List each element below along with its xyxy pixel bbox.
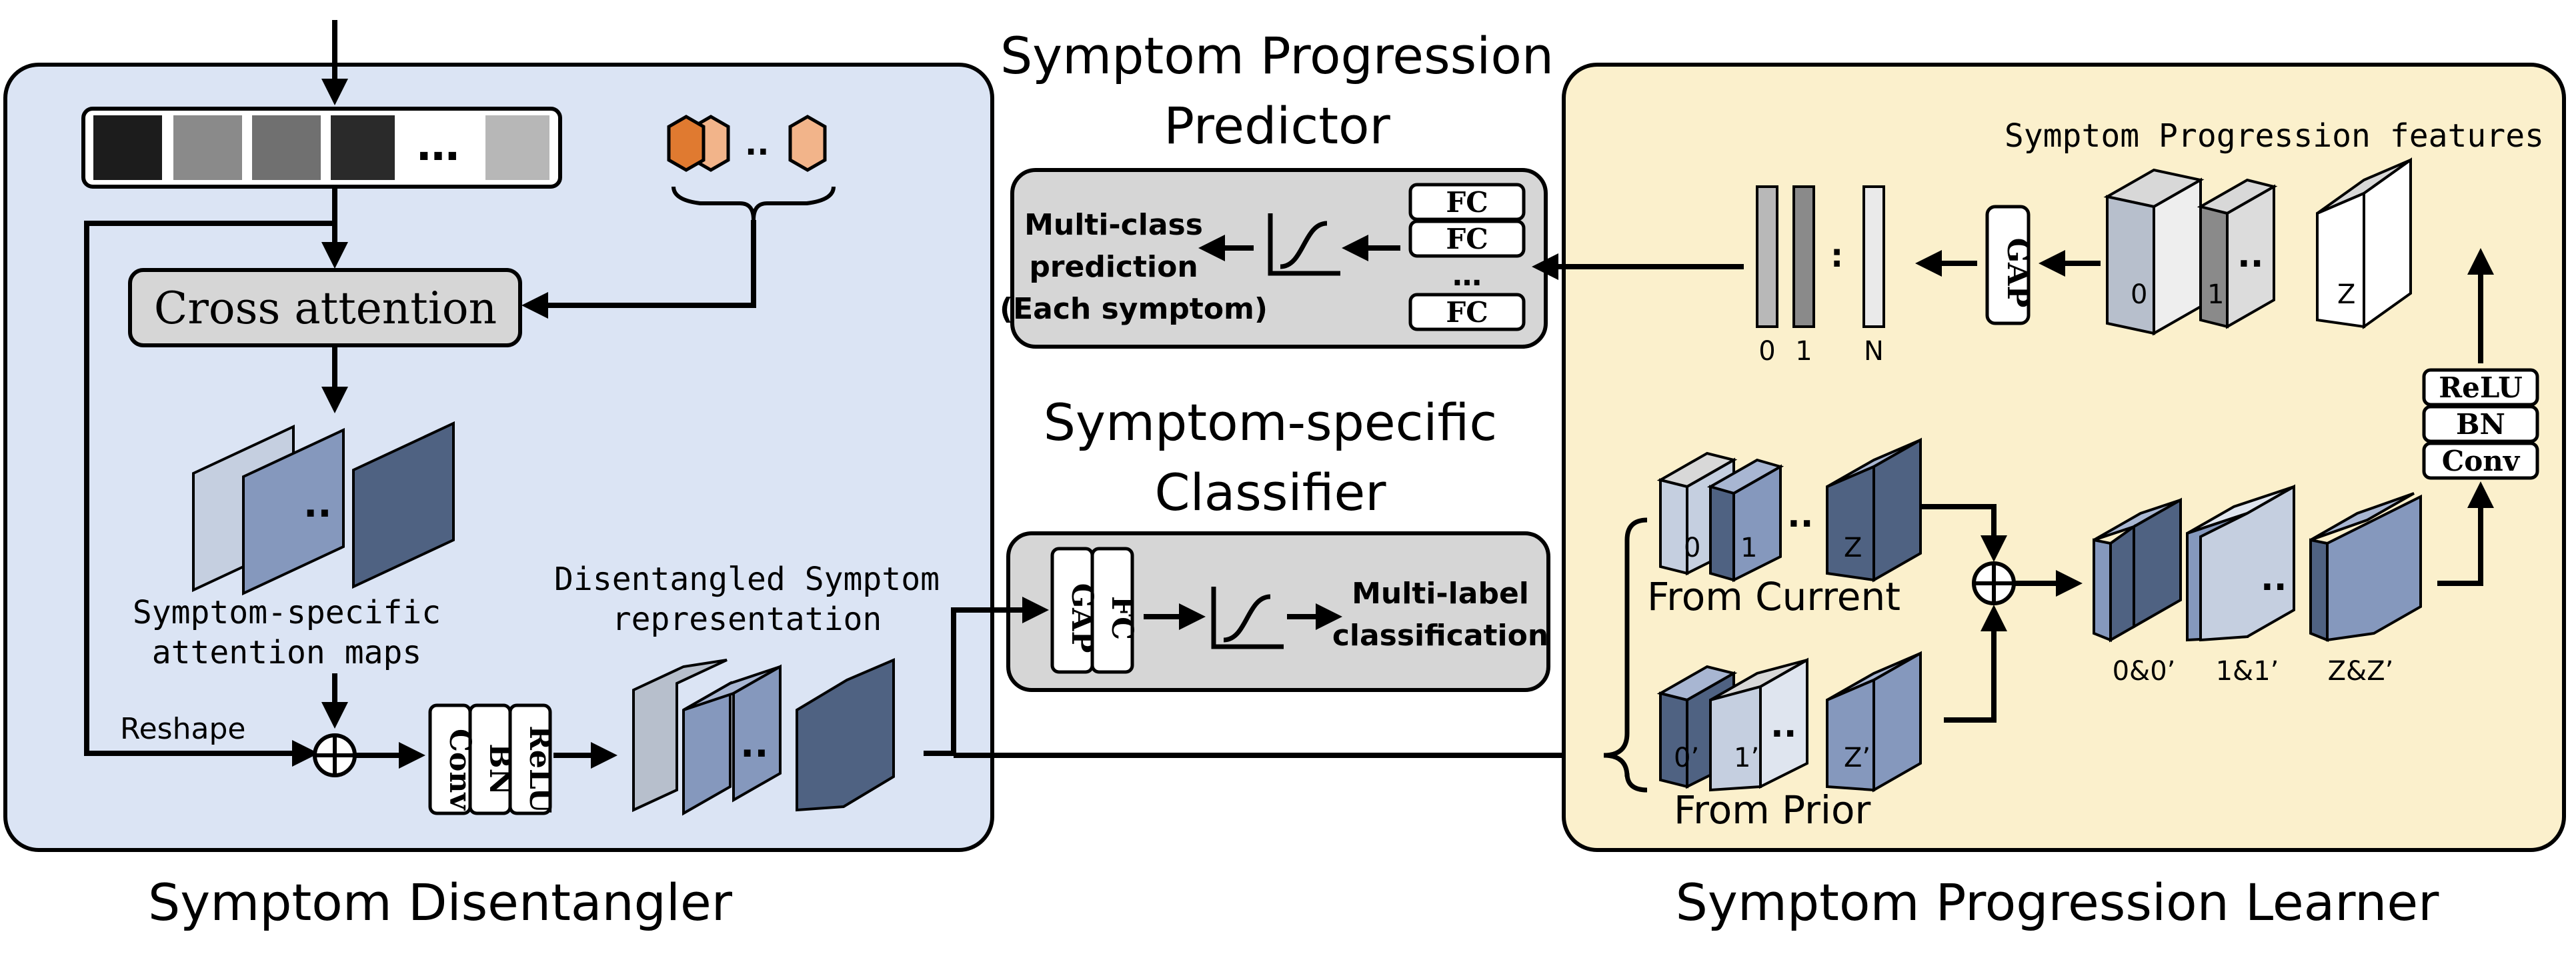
- svg-text:ReLU: ReLU: [2439, 371, 2523, 404]
- attention-maps: ..: [192, 421, 455, 596]
- svg-text:..: ..: [740, 723, 769, 766]
- pair-label-0: 0&0’: [2113, 656, 2176, 687]
- pair-label-1: 1&1’: [2216, 656, 2279, 687]
- svg-text:0’: 0’: [1674, 743, 1699, 773]
- svg-text:FC: FC: [1446, 186, 1488, 219]
- xray-image-strip: …: [81, 107, 562, 189]
- gap-fc-block: GAP FC: [1050, 547, 1139, 674]
- paired-feature-maps: ..: [2093, 484, 2422, 643]
- from-current-label: From Current: [1647, 574, 1900, 619]
- gap-box: [1985, 205, 2031, 325]
- svg-text:FC: FC: [1105, 596, 1139, 640]
- prediction-label-3: (Each symptom): [1000, 292, 1268, 326]
- strip-ellipsis: …: [417, 121, 459, 171]
- svg-text:0: 0: [2131, 279, 2147, 310]
- svg-text:ReLU: ReLU: [523, 725, 557, 813]
- progression-feature-maps: .. 0 1 Z: [2103, 157, 2412, 336]
- current-feature-maps: .. 0 1 Z: [1656, 437, 1922, 583]
- xray-image: [331, 115, 395, 180]
- svg-text:1: 1: [1740, 533, 1757, 563]
- add-operator-icon: [1972, 561, 2016, 605]
- svg-text:..: ..: [1770, 705, 1797, 745]
- xray-image: [93, 115, 162, 180]
- svg-text:FC: FC: [1446, 296, 1488, 329]
- svg-text:..: ..: [1787, 495, 1814, 535]
- svg-text:Conv: Conv: [2442, 445, 2521, 477]
- from-prior-label: From Prior: [1674, 787, 1871, 833]
- add-operator-icon: [313, 733, 357, 777]
- reshape-label: Reshape: [120, 712, 245, 746]
- xray-image: [173, 115, 242, 180]
- representation-label-2: representation: [612, 601, 882, 638]
- svg-text:FC: FC: [1446, 223, 1488, 255]
- classification-label-1: Multi-label: [1352, 577, 1529, 611]
- xray-image: [252, 115, 321, 180]
- attention-maps-label: Symptom-specific: [133, 594, 441, 631]
- svg-text::: :: [1830, 237, 1843, 275]
- svg-text:…: …: [1452, 259, 1482, 293]
- pair-label-2: Z&Z’: [2328, 656, 2394, 687]
- progression-features-label: Symptom Progression features: [2005, 117, 2544, 155]
- reshape-skip-arrow: [84, 221, 335, 767]
- classifier-title-line1: Symptom-specific: [1044, 393, 1497, 452]
- prediction-label-1: Multi-class: [1024, 208, 1203, 242]
- svg-text:Z: Z: [2337, 279, 2355, 310]
- conv-bn-relu-block: Conv BN ReLU: [428, 703, 557, 815]
- svg-text:..: ..: [2261, 559, 2287, 599]
- disentangler-title: Symptom Disentangler: [148, 873, 733, 932]
- svg-text:Conv: Conv: [443, 729, 477, 811]
- svg-text:Z: Z: [1844, 533, 1862, 563]
- gap-label: GAP: [2001, 238, 2035, 308]
- svg-text:..: ..: [303, 483, 332, 526]
- svg-text:..: ..: [745, 125, 769, 163]
- svg-text:1: 1: [2207, 279, 2224, 310]
- disentangler-panel: [3, 63, 994, 852]
- representation-label: Disentangled Symptom: [554, 561, 940, 598]
- xray-image: [485, 115, 549, 180]
- classifier-title-line2: Classifier: [1155, 463, 1387, 522]
- svg-text:0: 0: [1758, 336, 1775, 367]
- svg-text:BN: BN: [483, 743, 517, 795]
- sigmoid-icon: [1268, 213, 1340, 276]
- svg-text:1: 1: [1795, 336, 1812, 367]
- classification-label-2: classification: [1332, 619, 1548, 653]
- symptom-token-hexagons: ..: [667, 115, 836, 221]
- relu-bn-conv-block: ReLU BN Conv: [2422, 368, 2539, 480]
- svg-text:0: 0: [1684, 533, 1700, 563]
- svg-text:N: N: [1864, 336, 1884, 367]
- prediction-label-2: prediction: [1029, 250, 1198, 284]
- svg-text:Z’: Z’: [1844, 743, 1870, 773]
- svg-text:GAP: GAP: [1065, 583, 1099, 653]
- to-classifier-arrow: [924, 597, 1049, 756]
- svg-text:BN: BN: [2456, 408, 2505, 441]
- learner-title: Symptom Progression Learner: [1676, 873, 2439, 932]
- svg-text:1’: 1’: [1734, 743, 1759, 773]
- predictor-title-line1: Symptom Progression: [1000, 26, 1554, 85]
- prior-feature-maps: .. 0’ 1’ Z’: [1656, 651, 1922, 793]
- cross-attention-box: [128, 268, 522, 347]
- disentangled-representation-maps: ..: [632, 657, 895, 816]
- cross-attention-label: Cross attention: [154, 283, 497, 334]
- fc-stack: FC FC … FC: [1408, 183, 1526, 331]
- svg-text:..: ..: [2237, 235, 2264, 275]
- progression-vectors: : 0 1 N: [1756, 185, 1885, 367]
- input-brace: [1603, 517, 1648, 793]
- attention-maps-label-2: attention maps: [152, 634, 422, 671]
- sigmoid-icon: [1211, 587, 1284, 649]
- predictor-title-line2: Predictor: [1164, 96, 1390, 155]
